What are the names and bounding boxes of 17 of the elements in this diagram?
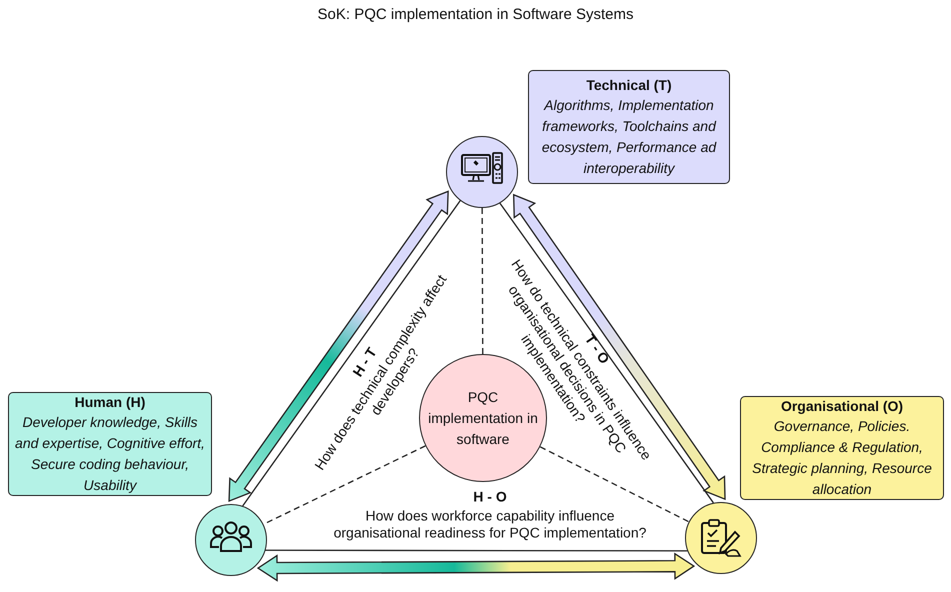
box-heading: Human (H) — [74, 392, 146, 412]
category-box — [528, 70, 730, 184]
category-box — [8, 392, 212, 496]
diagram-title: SoK: PQC implementation in Software Systems — [316, 6, 634, 23]
box-heading: Organisational (O) — [780, 396, 904, 416]
dashed-connector — [482, 208, 484, 354]
connector-line — [266, 550, 688, 552]
question-text: How does workforce capability influence organisational readiness for PQC implementation? — [332, 508, 648, 542]
dashed-connector — [540, 446, 690, 522]
relation-code: H - O — [472, 488, 508, 506]
box-description: Algorithms, Implementation frameworks, Toolchains and ecosystem, Performance ad interoperability — [540, 96, 718, 178]
box-description: Governance, Policies. Compliance & Regulation, Strategic planning, Resource allocation — [751, 416, 933, 498]
icon-circle — [446, 136, 518, 208]
box-description: Developer knowledge, Skills and expertise, Cognitive effort, Secure coding behaviour, Usability — [15, 412, 205, 495]
category-box — [740, 396, 944, 500]
box-heading: Technical (T) — [586, 76, 672, 94]
double-block-arrow — [256, 552, 696, 582]
